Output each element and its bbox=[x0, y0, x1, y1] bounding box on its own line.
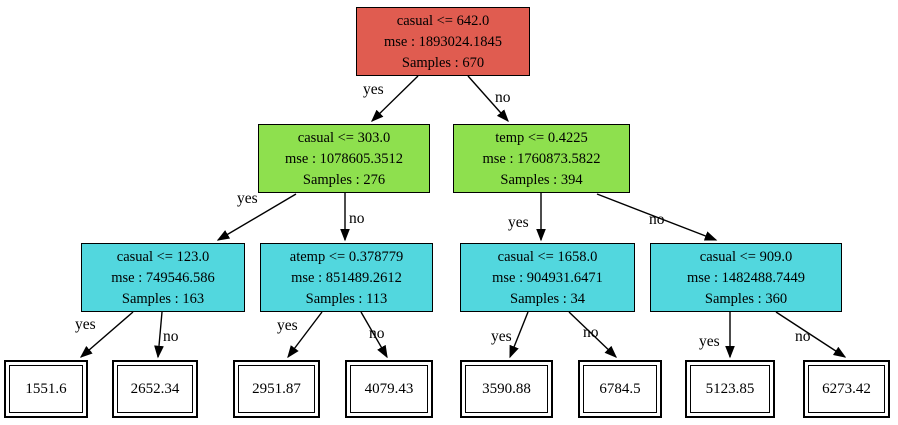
tree-node-right-left: casual <= 1658.0 mse : 904931.6471 Sampl… bbox=[460, 243, 635, 312]
tree-leaf: 2951.87 bbox=[233, 360, 320, 418]
node-samples: Samples : 113 bbox=[305, 291, 388, 307]
node-condition: temp <= 0.4225 bbox=[495, 130, 588, 146]
node-mse: mse : 1893024.1845 bbox=[383, 34, 502, 50]
leaf-value: 3590.88 bbox=[465, 365, 548, 413]
node-samples: Samples : 276 bbox=[302, 172, 386, 188]
edge-label-yes: yes bbox=[237, 190, 258, 207]
node-samples: Samples : 34 bbox=[510, 291, 585, 307]
tree-node-left: casual <= 303.0 mse : 1078605.3512 Sampl… bbox=[258, 124, 430, 193]
edge-label-yes: yes bbox=[699, 333, 720, 350]
edge-label-no: no bbox=[369, 325, 385, 342]
edge-label-no: no bbox=[349, 210, 365, 227]
leaf-value: 6273.42 bbox=[808, 365, 885, 413]
edge-label-no: no bbox=[795, 328, 811, 345]
node-mse: mse : 851489.2612 bbox=[291, 270, 402, 286]
node-condition: casual <= 1658.0 bbox=[497, 249, 598, 265]
tree-leaf: 1551.6 bbox=[4, 360, 88, 418]
node-condition: casual <= 123.0 bbox=[116, 249, 210, 265]
node-condition: atemp <= 0.378779 bbox=[289, 249, 404, 265]
tree-node-left-left: casual <= 123.0 mse : 749546.586 Samples… bbox=[81, 243, 245, 312]
tree-leaf: 2652.34 bbox=[112, 360, 198, 418]
tree-node-root: casual <= 642.0 mse : 1893024.1845 Sampl… bbox=[356, 7, 530, 76]
node-mse: mse : 904931.6471 bbox=[492, 270, 603, 286]
tree-leaf: 4079.43 bbox=[345, 360, 433, 418]
tree-node-right: temp <= 0.4225 mse : 1760873.5822 Sample… bbox=[453, 124, 630, 193]
tree-node-left-right: atemp <= 0.378779 mse : 851489.2612 Samp… bbox=[260, 243, 433, 312]
node-condition: casual <= 303.0 bbox=[297, 130, 391, 146]
leaf-value: 2951.87 bbox=[238, 365, 315, 413]
edge-label-no: no bbox=[649, 211, 665, 228]
node-samples: Samples : 670 bbox=[401, 55, 485, 71]
edge-label-yes: yes bbox=[508, 214, 529, 231]
tree-node-right-right: casual <= 909.0 mse : 1482488.7449 Sampl… bbox=[650, 243, 842, 312]
node-mse: mse : 1078605.3512 bbox=[284, 151, 403, 167]
leaf-value: 5123.85 bbox=[690, 365, 770, 413]
edge-label-no: no bbox=[583, 324, 599, 341]
edge-label-no: no bbox=[163, 328, 179, 345]
tree-leaf: 5123.85 bbox=[685, 360, 775, 418]
node-samples: Samples : 360 bbox=[704, 291, 788, 307]
node-samples: Samples : 163 bbox=[121, 291, 205, 307]
leaf-value: 4079.43 bbox=[350, 365, 428, 413]
leaf-value: 1551.6 bbox=[9, 365, 83, 413]
tree-leaf: 6784.5 bbox=[578, 360, 662, 418]
tree-leaf: 6273.42 bbox=[803, 360, 890, 418]
edge-label-yes: yes bbox=[75, 316, 96, 333]
tree-leaf: 3590.88 bbox=[460, 360, 553, 418]
edge-label-yes: yes bbox=[491, 328, 512, 345]
node-condition: casual <= 642.0 bbox=[396, 13, 490, 29]
node-mse: mse : 1482488.7449 bbox=[686, 270, 805, 286]
leaf-value: 6784.5 bbox=[583, 365, 657, 413]
leaf-value: 2652.34 bbox=[117, 365, 193, 413]
edge-label-yes: yes bbox=[277, 317, 298, 334]
node-mse: mse : 749546.586 bbox=[111, 270, 215, 286]
node-samples: Samples : 394 bbox=[500, 172, 583, 188]
edge-label-no: no bbox=[495, 89, 511, 106]
node-condition: casual <= 909.0 bbox=[699, 249, 793, 265]
node-mse: mse : 1760873.5822 bbox=[482, 151, 601, 167]
edge-label-yes: yes bbox=[363, 81, 384, 98]
